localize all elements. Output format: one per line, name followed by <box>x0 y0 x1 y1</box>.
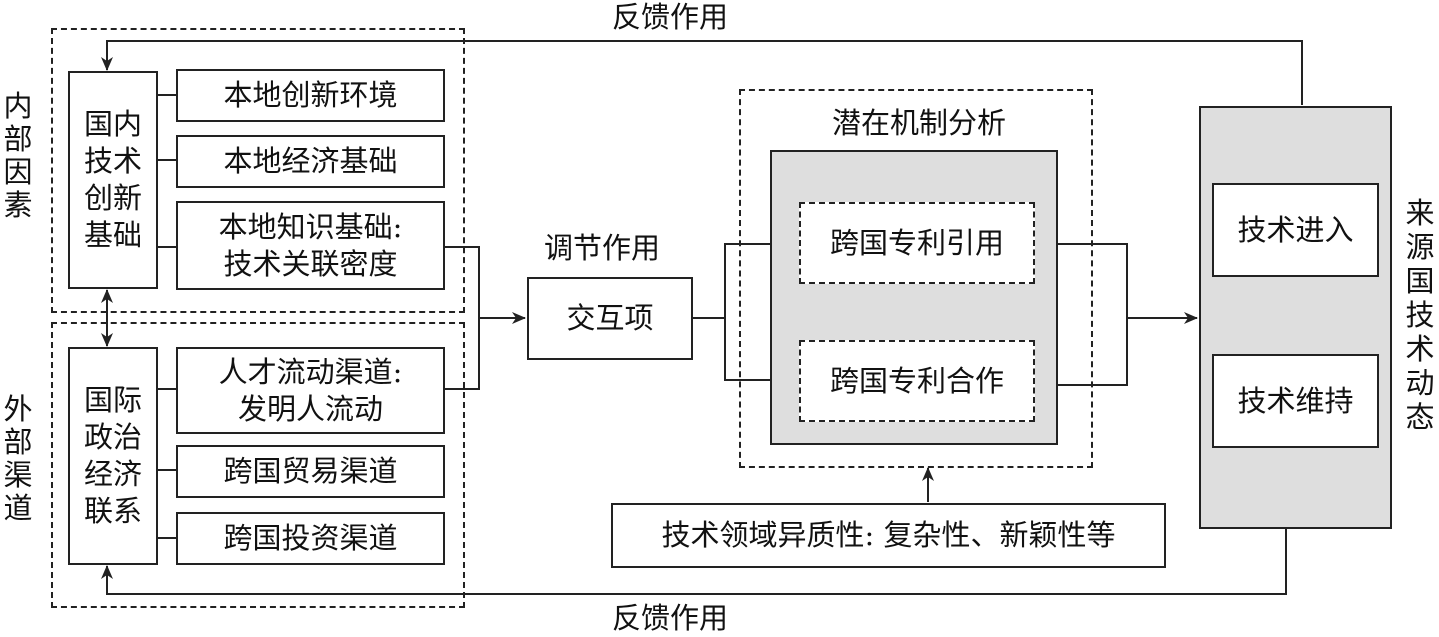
talent-to-interaction <box>445 318 480 390</box>
trade-channel-box: 跨国贸易渠道 <box>176 445 445 498</box>
knowledge-to-interaction <box>445 246 480 318</box>
invest-channel-box: 跨国投资渠道 <box>176 512 445 565</box>
connector-intl <box>158 388 176 539</box>
source-dynamics-panel <box>1199 106 1392 529</box>
domestic-tech-base-box: 国内 技术 创新 基础 <box>68 71 158 289</box>
internal-factors-group <box>51 28 465 313</box>
tech-entry-box: 技术进入 <box>1212 183 1379 277</box>
mechanism-label: 潜在机制分析 <box>832 106 1007 140</box>
feedback-top-arrow <box>101 40 1303 105</box>
patent-citation-box: 跨国专利引用 <box>799 202 1035 284</box>
tech-maintain-box: 技术维持 <box>1212 354 1379 448</box>
source-dynamics-label: 来 源 国 技 术 动 态 <box>1405 196 1435 434</box>
external-channels-group <box>51 322 465 608</box>
local-innovation-box: 本地创新环境 <box>176 69 445 122</box>
cooperation-out <box>1058 318 1128 386</box>
local-knowledge-box: 本地知识基础: 技术关联密度 <box>176 201 445 290</box>
connector-domestic <box>158 94 176 248</box>
internal-factors-label: 内 部 因 素 <box>3 89 33 222</box>
feedback-bottom-arrow <box>101 528 1287 595</box>
feedback-bottom-label: 反馈作用 <box>612 601 729 635</box>
moderation-label: 调节作用 <box>544 231 661 265</box>
feedback-top-label: 反馈作用 <box>612 0 729 34</box>
heterogeneity-box: 技术领域异质性: 复杂性、新颖性等 <box>611 503 1166 568</box>
interaction-term-box: 交互项 <box>527 277 693 360</box>
talent-flow-box: 人才流动渠道: 发明人流动 <box>176 347 445 434</box>
patent-cooperation-box: 跨国专利合作 <box>799 340 1035 422</box>
intl-ties-box: 国际 政治 经济 联系 <box>68 347 158 565</box>
mechanism-group <box>739 89 1093 468</box>
local-economy-box: 本地经济基础 <box>176 135 445 188</box>
citation-out <box>1058 243 1128 318</box>
external-channels-label: 外 部 渠 道 <box>3 392 33 525</box>
